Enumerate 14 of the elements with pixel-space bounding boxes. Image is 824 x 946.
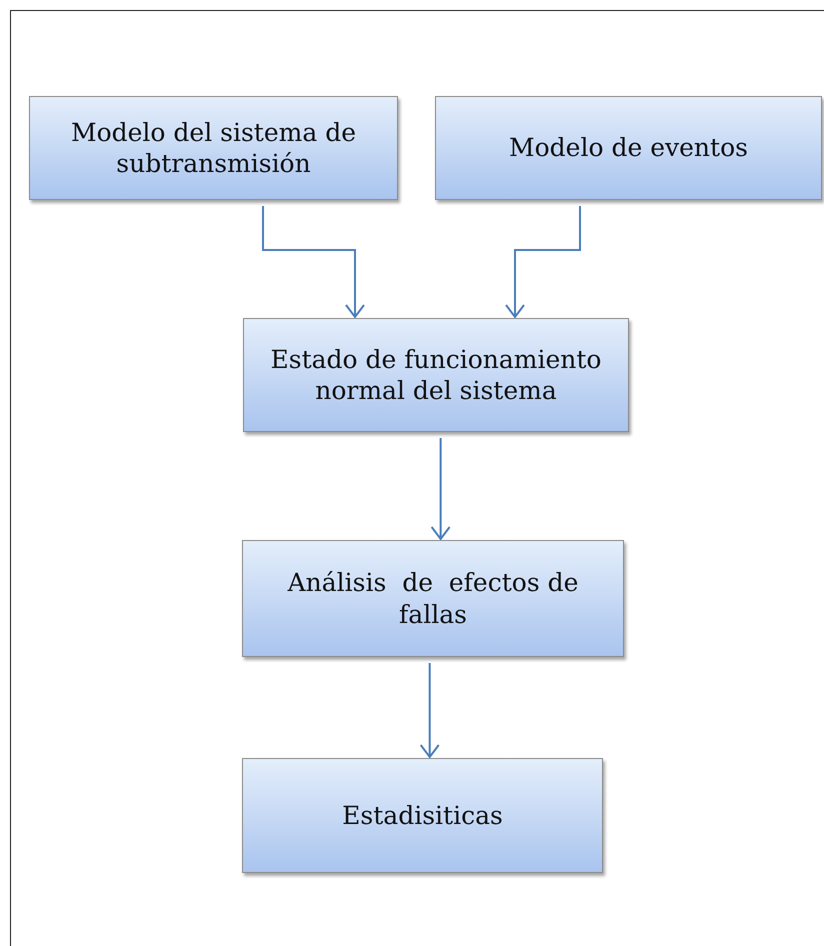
box-text: Modelo de eventos (508, 132, 749, 164)
process-box (435, 96, 822, 200)
process-box (242, 540, 624, 657)
process-box (243, 318, 629, 432)
arrow (262, 206, 365, 318)
arrow (505, 206, 581, 318)
box-text: Modelo del sistema de subtransmisión (70, 116, 358, 180)
arrow (430, 438, 451, 540)
arrow (420, 663, 440, 758)
process-box (242, 758, 603, 873)
process-box (29, 96, 398, 200)
box-text: Análisis de efectos de fallas (286, 567, 580, 630)
box-text: Estado de funcionamiento normal del sistema (270, 344, 602, 406)
box-text: Estadisiticas (341, 800, 504, 832)
